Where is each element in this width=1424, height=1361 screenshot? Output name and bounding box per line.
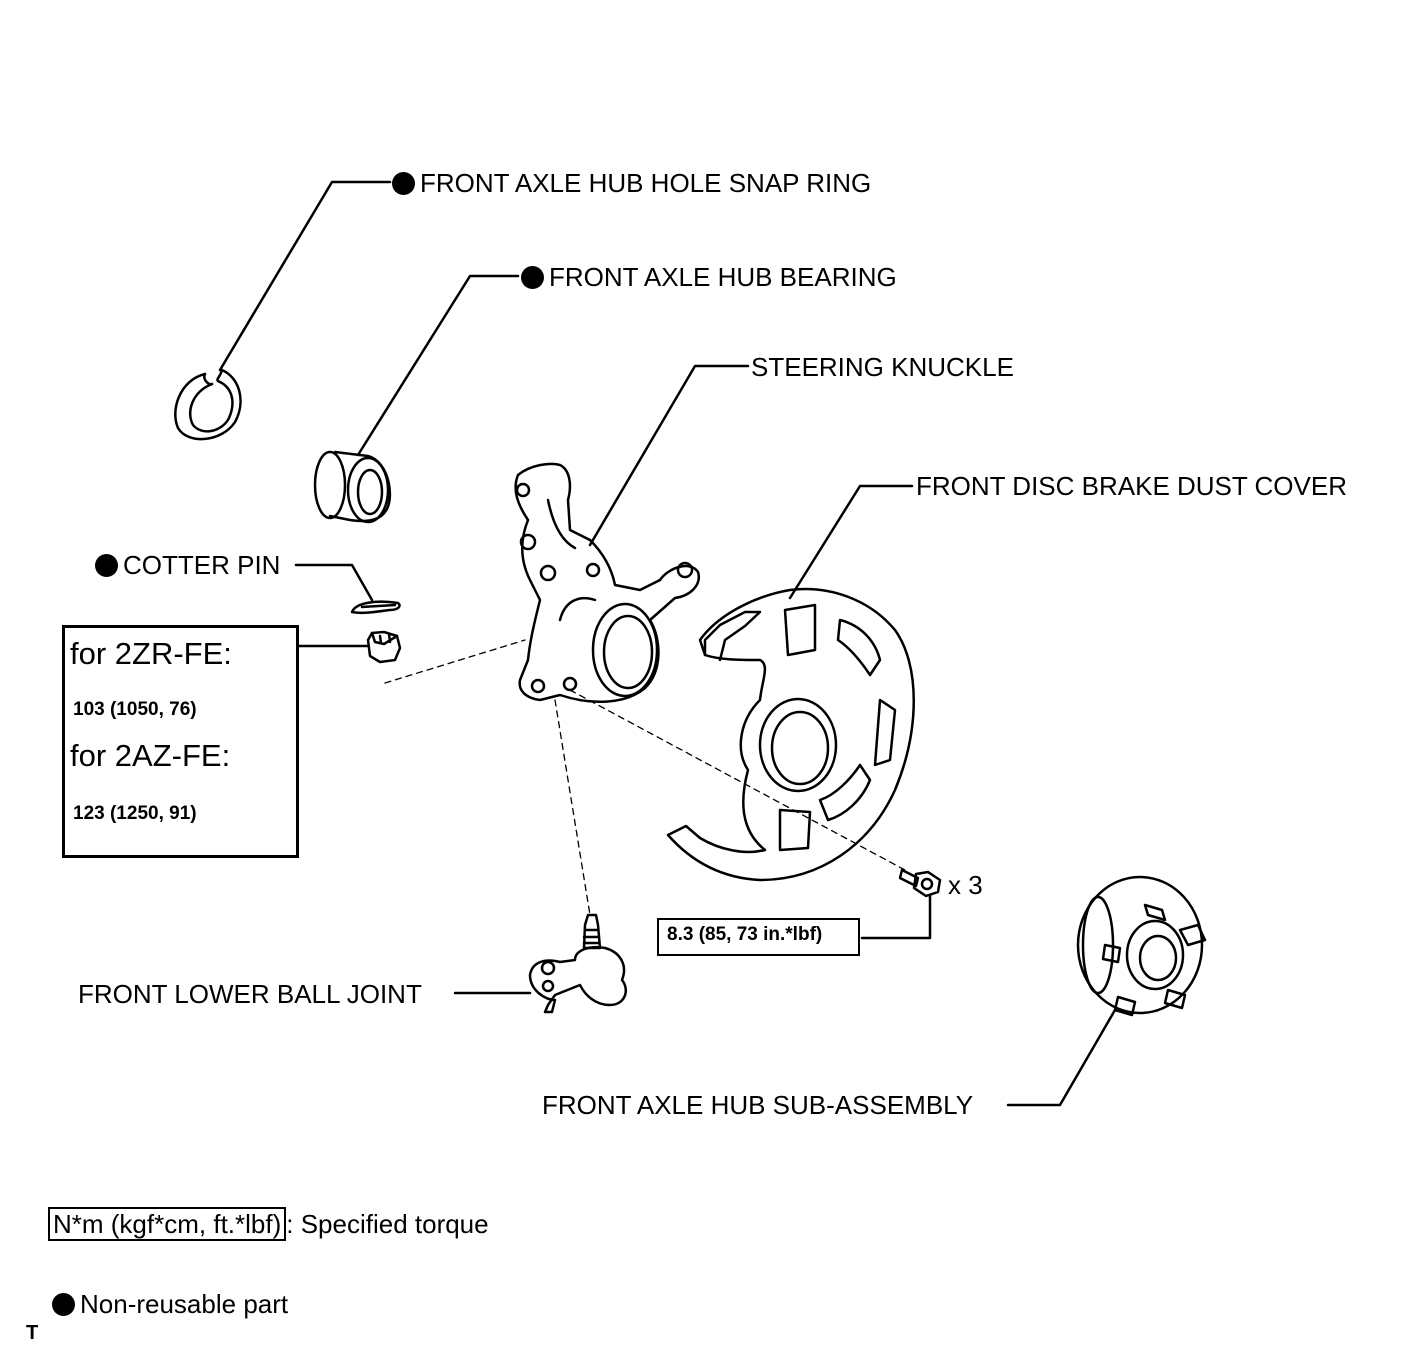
- nonreusable-dot-icon: [95, 554, 118, 577]
- dust-cover-drawing: [666, 587, 915, 882]
- nonreusable-dot-icon: [52, 1293, 75, 1316]
- bolt-drawing: [898, 868, 942, 898]
- torque-legend-box: N*m (kgf*cm, ft.*lbf): [48, 1207, 287, 1241]
- engine-2zr-torque: 103 (1050, 76): [73, 699, 197, 720]
- bolt-quantity: x 3: [948, 870, 983, 900]
- legend-torque: N*m (kgf*cm, ft.*lbf): Specified torque: [48, 1207, 489, 1241]
- legend-nonreusable: Non-reusable part: [52, 1289, 288, 1319]
- label-hub-sub-assembly: FRONT AXLE HUB SUB-ASSEMBLY: [542, 1090, 974, 1120]
- ball-joint-drawing: [528, 913, 627, 1014]
- cotter-pin-drawing: [350, 600, 401, 615]
- bolt-torque-box: 8.3 (85, 73 in.*lbf): [657, 918, 860, 956]
- engine-2zr-label: for 2ZR-FE:: [70, 636, 232, 671]
- snap-ring-drawing: [174, 368, 242, 441]
- engine-2az-label: for 2AZ-FE:: [70, 738, 231, 773]
- nonreusable-dot-icon: [521, 266, 544, 289]
- hub-assembly-drawing: [1076, 875, 1207, 1017]
- leader-lines: [218, 180, 1117, 1107]
- steering-knuckle-drawing: [514, 462, 701, 704]
- label-ball-joint: FRONT LOWER BALL JOINT: [78, 979, 422, 1009]
- label-cotter-pin: COTTER PIN: [95, 550, 280, 580]
- castle-nut-drawing: [366, 630, 402, 664]
- label-steering-knuckle: STEERING KNUCKLE: [751, 352, 1014, 382]
- corner-mark: T: [26, 1322, 39, 1344]
- engine-2az-torque: 123 (1250, 91): [73, 803, 197, 824]
- nonreusable-dot-icon: [392, 172, 415, 195]
- alignment-dashes: [384, 639, 906, 916]
- hub-bearing-drawing: [313, 450, 392, 524]
- label-hub-bearing: FRONT AXLE HUB BEARING: [521, 262, 897, 292]
- label-snap-ring: FRONT AXLE HUB HOLE SNAP RING: [392, 168, 871, 198]
- nut-torque-box: for 2ZR-FE: 103 (1050, 76) for 2AZ-FE: 1…: [62, 625, 299, 858]
- label-dust-cover: FRONT DISC BRAKE DUST COVER: [916, 471, 1347, 501]
